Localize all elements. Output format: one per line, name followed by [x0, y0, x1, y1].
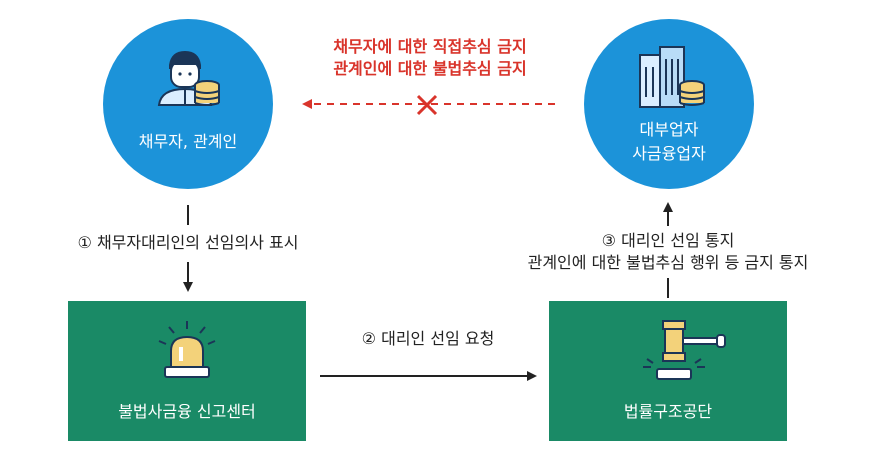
center-node: 불법사금융 신고센터 [68, 301, 306, 441]
buildings-coins-icon [639, 46, 705, 108]
step2-label: ② 대리인 선임 요청 [361, 329, 495, 348]
step3-line2: 관계인에 대한 불법추심 행위 등 금지 통지 [527, 253, 809, 272]
legal-label: 법률구조공단 [623, 402, 713, 421]
debtor-label: 채무자, 관계인 [138, 132, 238, 151]
prohibition-label: 채무자에 대한 직접추심 금지 관계인에 대한 불법추심 금지 [300, 36, 560, 80]
step1-label: ① 채무자대리인의 선임의사 표시 [77, 233, 299, 252]
legal-node: 법률구조공단 [549, 301, 787, 441]
lender-label-line1: 대부업자 [639, 120, 699, 139]
debtor-person-coins-icon [157, 51, 220, 106]
debtor-node: 채무자, 관계인 [103, 19, 273, 189]
prohibition-line2: 관계인에 대한 불법추심 금지 [333, 59, 527, 78]
x-mark-icon [416, 94, 438, 116]
gavel-icon [643, 320, 726, 380]
prohibition-line1: 채무자에 대한 직접추심 금지 [333, 37, 527, 56]
step3-label: ③ 대리인 선임 통지 관계인에 대한 불법추심 행위 등 금지 통지 [490, 230, 846, 274]
lender-label-line2: 사금융업자 [632, 144, 706, 163]
lender-node: 대부업자 사금융업자 [584, 19, 754, 189]
siren-lamp-icon [158, 321, 216, 378]
step3-line1: ③ 대리인 선임 통지 [601, 231, 735, 250]
center-label: 불법사금융 신고센터 [118, 402, 256, 421]
